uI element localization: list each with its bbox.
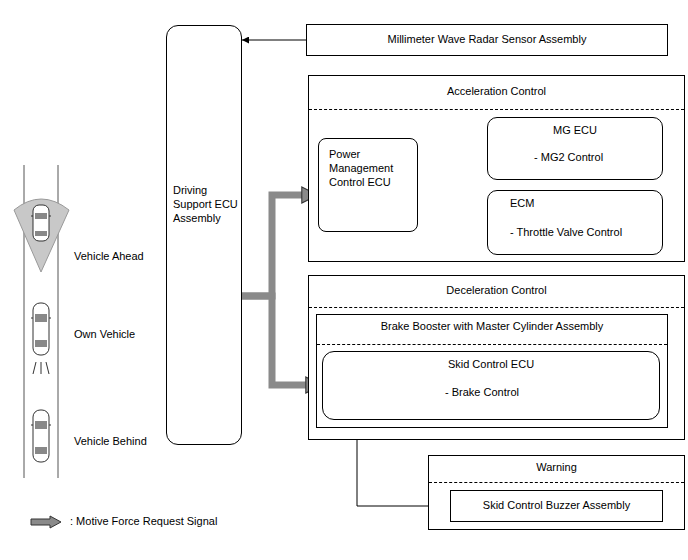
node-detail: - MG2 Control bbox=[492, 151, 658, 165]
node-title: Power Management Control ECU bbox=[329, 148, 411, 189]
vehicle-label: Vehicle Behind bbox=[74, 435, 147, 447]
node-title: Brake Booster with Master Cylinder Assem… bbox=[317, 315, 667, 345]
node-box: Power Management Control ECU bbox=[318, 138, 418, 232]
own-car bbox=[31, 303, 51, 374]
node-detail: - Throttle Valve Control bbox=[510, 226, 658, 240]
vehicle-label: Vehicle Ahead bbox=[74, 250, 144, 262]
node-detail: - Brake Control bbox=[327, 386, 655, 400]
motive-force-arrow bbox=[242, 195, 318, 296]
node-box: Skid Control ECU - Brake Control bbox=[322, 351, 660, 420]
signal-arrow bbox=[242, 40, 306, 41]
node-title: Skid Control Buzzer Assembly bbox=[455, 499, 658, 513]
node-title: Acceleration Control bbox=[309, 76, 684, 110]
car-behind bbox=[31, 410, 51, 462]
node-box: ECM - Throttle Valve Control bbox=[487, 190, 663, 255]
node-box: Skid Control Buzzer Assembly bbox=[450, 490, 663, 522]
node-title: Millimeter Wave Radar Sensor Assembly bbox=[311, 33, 663, 47]
radar-fan bbox=[14, 199, 69, 272]
legend-arrow-sample bbox=[30, 515, 62, 529]
node-title: Warning bbox=[429, 456, 684, 483]
node-title: Deceleration Control bbox=[309, 276, 684, 308]
node-title: ECM bbox=[510, 197, 658, 211]
node-title: MG ECU bbox=[492, 124, 658, 138]
node-box: MG ECU - MG2 Control bbox=[487, 117, 663, 180]
node-title: Skid Control ECU bbox=[327, 358, 655, 372]
node-box: WarningSkid Control Buzzer Assembly bbox=[428, 455, 685, 530]
node-title: Driving Support ECU Assembly bbox=[173, 184, 238, 225]
vehicle-label: Own Vehicle bbox=[74, 328, 135, 340]
node-box: Deceleration ControlBrake Booster with M… bbox=[308, 275, 685, 440]
node-box: Brake Booster with Master Cylinder Assem… bbox=[316, 314, 668, 428]
node-box: Millimeter Wave Radar Sensor Assembly bbox=[306, 24, 668, 56]
node-box: Driving Support ECU Assembly bbox=[166, 25, 242, 445]
car-ahead bbox=[31, 205, 51, 241]
legend-text: : Motive Force Request Signal bbox=[70, 515, 217, 527]
legend-row: : Motive Force Request Signal bbox=[30, 515, 217, 529]
node-box: Acceleration ControlPower Management Con… bbox=[308, 75, 685, 262]
